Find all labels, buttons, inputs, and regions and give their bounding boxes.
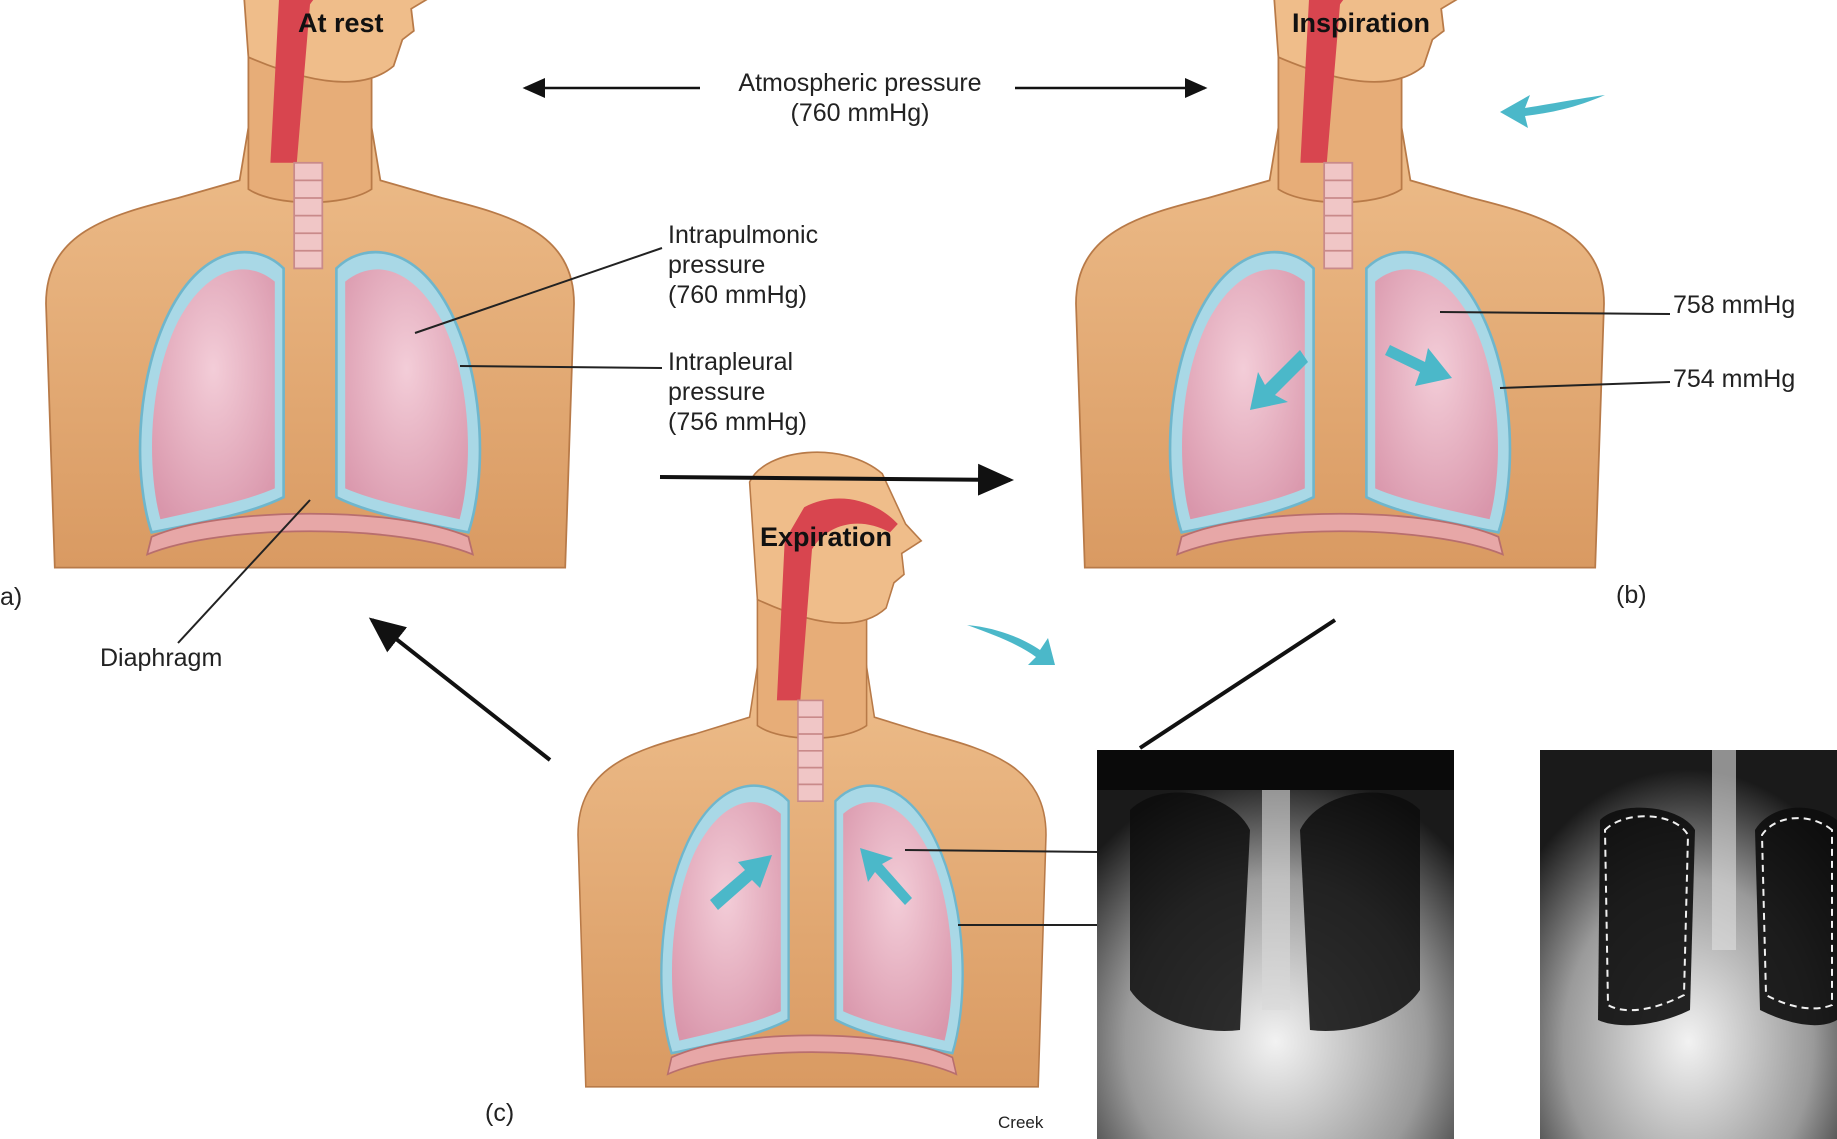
panel-label-c: (c) — [485, 1098, 514, 1128]
intrapleural-line3: (756 mmHg) — [668, 407, 807, 437]
intrapulmonic-label: Intrapulmonic pressure (760 mmHg) — [668, 220, 818, 310]
title-at-rest: At rest — [298, 8, 384, 39]
artist-credit: Creek — [998, 1113, 1043, 1133]
inspiration-to-expiration-line — [1140, 620, 1335, 748]
intrapulmonic-line3: (760 mmHg) — [668, 280, 818, 310]
intrapleural-line1: Intrapleural — [668, 347, 807, 377]
torso-at-rest — [46, 0, 574, 568]
panel-label-a: a) — [0, 582, 22, 612]
intrapulmonic-line1: Intrapulmonic — [668, 220, 818, 250]
atmospheric-line2: (760 mmHg) — [705, 98, 1015, 128]
intrapleural-label: Intrapleural pressure (756 mmHg) — [668, 347, 807, 437]
intrapulmonic-line2: pressure — [668, 250, 818, 280]
insp-pulmonic-value: 758 mmHg — [1673, 290, 1795, 320]
expiration-to-rest-arrow — [372, 620, 550, 760]
insp-pleural-value: 754 mmHg — [1673, 364, 1795, 394]
torso-inspiration — [1076, 0, 1604, 568]
title-expiration: Expiration — [760, 522, 892, 553]
xray-inspiration — [1097, 750, 1454, 1139]
intrapleural-line2: pressure — [668, 377, 807, 407]
airflow-out-icon — [967, 625, 1055, 665]
xray-expiration — [1540, 750, 1837, 1139]
title-inspiration: Inspiration — [1292, 8, 1430, 39]
panel-label-b: (b) — [1616, 580, 1647, 610]
atmospheric-pressure-label: Atmospheric pressure (760 mmHg) — [705, 68, 1015, 128]
airflow-in-icon — [1500, 95, 1605, 128]
rest-to-inspiration-arrow — [660, 477, 1010, 480]
atmospheric-line1: Atmospheric pressure — [705, 68, 1015, 98]
diaphragm-label: Diaphragm — [100, 643, 222, 673]
